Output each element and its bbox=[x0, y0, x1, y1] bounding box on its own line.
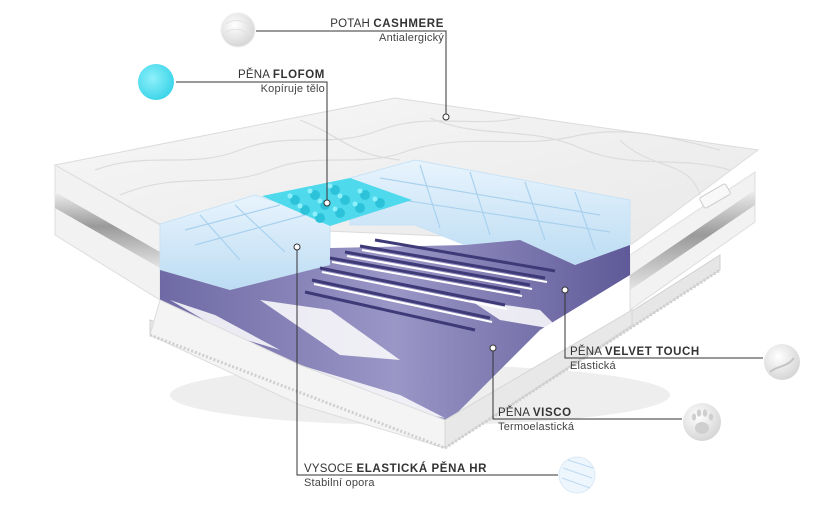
fabric-swatch-icon bbox=[224, 19, 252, 36]
label-velvet-touch: PĚNA VELVET TOUCH Elastická bbox=[570, 345, 700, 373]
foam-texture-icon bbox=[561, 459, 594, 489]
label-hr-desc: Stabilní opora bbox=[304, 477, 375, 489]
label-flofom: PĚNA FLOFOM Kopíruje tělo bbox=[238, 68, 325, 96]
cyan-foam-icon bbox=[138, 64, 174, 100]
label-velvet-title: PĚNA VELVET TOUCH bbox=[570, 346, 700, 358]
velvet-swatch-icon bbox=[764, 344, 800, 380]
label-cashmere-title: POTAH CASHMERE bbox=[330, 18, 444, 30]
label-hr-foam: VYSOCE ELASTICKÁ PĚNA HR Stabilní opora bbox=[304, 462, 487, 490]
handprint-icon bbox=[691, 409, 714, 434]
label-hr-title: VYSOCE ELASTICKÁ PĚNA HR bbox=[304, 463, 488, 475]
label-flofom-desc: Kopíruje tělo bbox=[260, 83, 325, 95]
label-velvet-desc: Elastická bbox=[570, 360, 616, 372]
label-cashmere: POTAH CASHMERE Antialergický bbox=[330, 17, 444, 45]
label-cashmere-desc: Antialergický bbox=[379, 32, 444, 44]
label-visco-desc: Termoelastická bbox=[498, 421, 575, 433]
label-flofom-title: PĚNA FLOFOM bbox=[237, 69, 325, 81]
label-visco: PĚNA VISCO Termoelastická bbox=[498, 406, 574, 434]
label-visco-title: PĚNA VISCO bbox=[498, 407, 572, 419]
